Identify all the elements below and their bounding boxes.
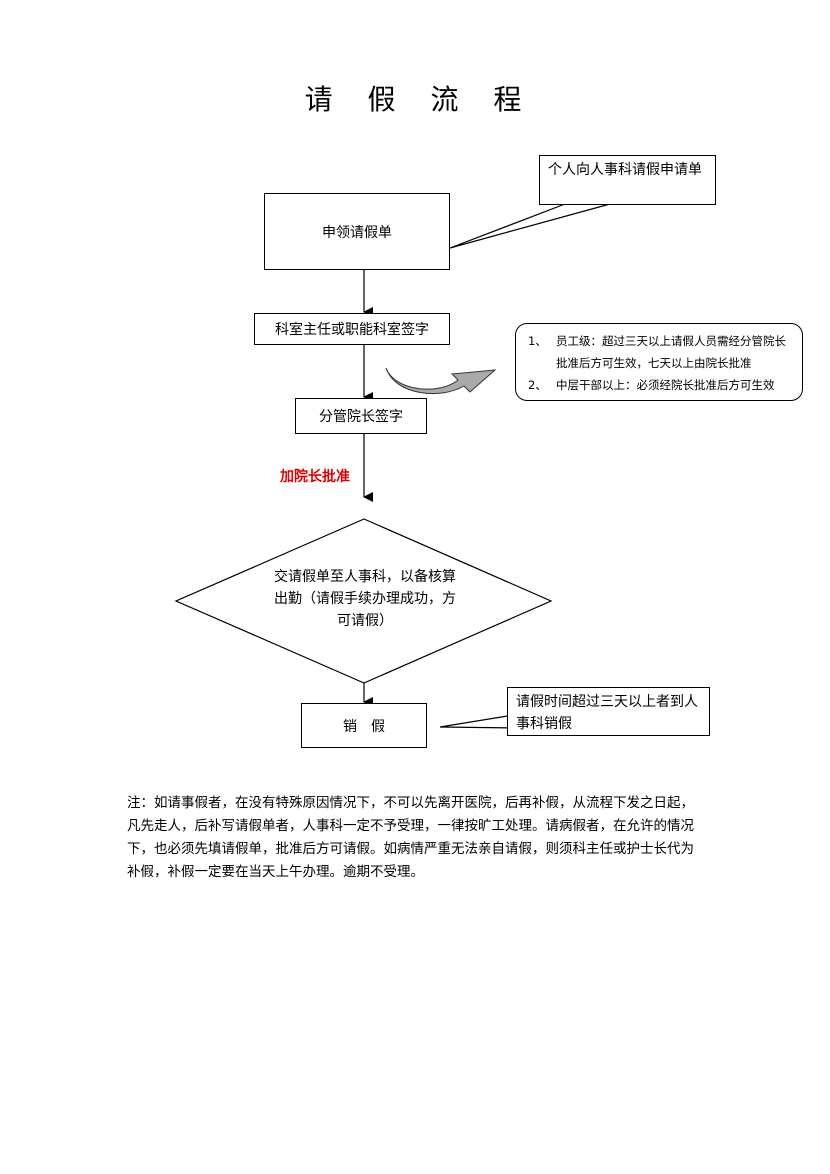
callout-pointer-2 (439, 713, 521, 729)
note-text: 注：如请事假者，在没有特殊原因情况下，不可以先离开医院，后再补假，从流程下发之日… (127, 795, 694, 880)
step-submit: 交请假单至人事科，以备核算出勤（请假手续办理成功，方可请假） (274, 569, 456, 629)
decision-diamond (174, 518, 553, 684)
step-dept-sign: 科室主任或职能科室签字 (254, 313, 450, 345)
callout-cancel: 请假时间超过三天以上者到人事科销假 (507, 687, 710, 736)
page-title: 请 假 流 程 (304, 83, 526, 116)
curved-arrow-icon (385, 367, 497, 395)
step-cancel-leave: 销 假 (301, 703, 427, 748)
callout-pointer-1 (449, 203, 611, 249)
step-get-form: 申领请假单 (264, 193, 450, 270)
rule-item: 2、中层干部以上：必须经院长批准后方可生效 (528, 378, 775, 392)
rules-box: 1、员工级：超过三天以上请假人员需经分管院长批准后方可生效，七天以上由院长批准 … (515, 323, 803, 401)
approval-label: 加院长批准 (280, 469, 350, 485)
rule-item: 1、员工级：超过三天以上请假人员需经分管院长批准后方可生效，七天以上由院长批准 (528, 334, 786, 370)
step-vp-sign: 分管院长签字 (295, 398, 427, 434)
callout-apply: 个人向人事科请假申请单 (539, 155, 716, 205)
